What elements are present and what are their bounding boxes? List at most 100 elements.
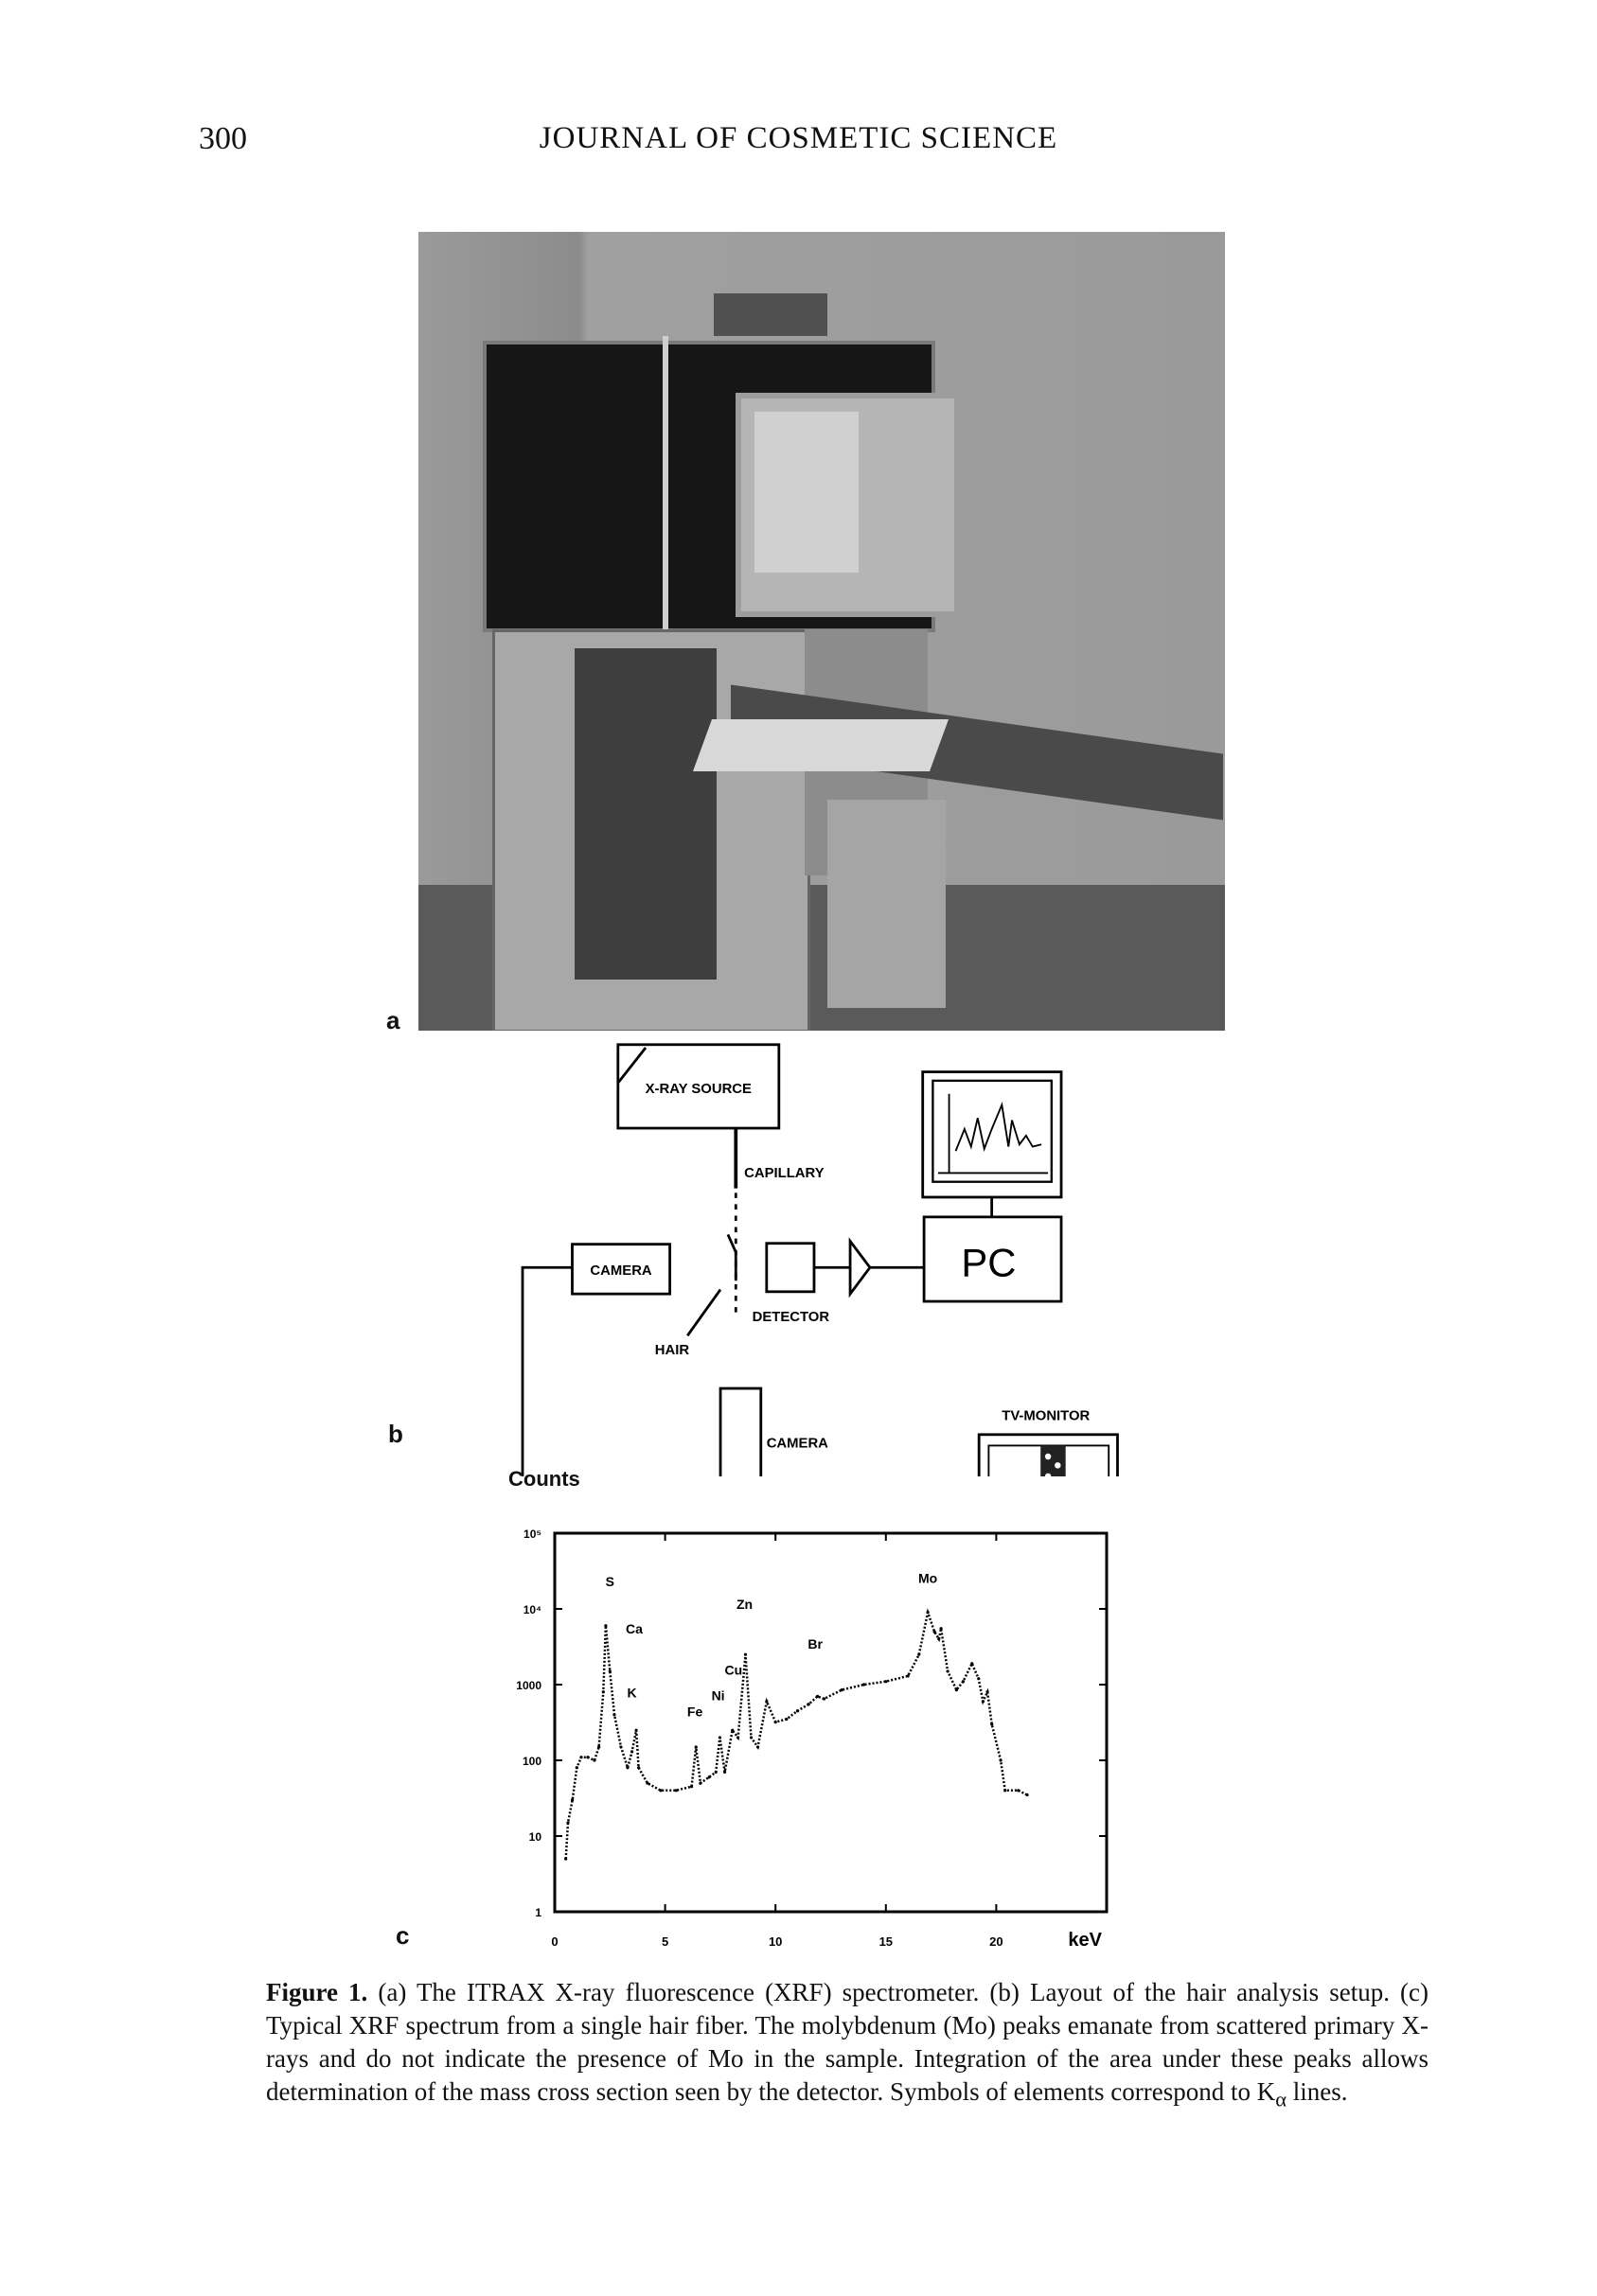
- caption-label: Figure 1.: [266, 1978, 368, 2006]
- spectrometer-photo: [418, 232, 1225, 1031]
- spectrum-point: [1017, 1789, 1020, 1793]
- x-axis-label: keV: [1068, 1930, 1102, 1951]
- spectrum-point: [981, 1700, 985, 1704]
- camera-left-label: CAMERA: [590, 1263, 651, 1279]
- spectrum-point: [659, 1789, 663, 1793]
- hair-arrow: [686, 1288, 722, 1337]
- spectrum-point: [861, 1683, 866, 1687]
- x-tick-label: 15: [879, 1934, 893, 1949]
- spectrum-point: [946, 1669, 949, 1673]
- spectrum-point: [731, 1728, 735, 1732]
- spectrum-point: [634, 1728, 638, 1732]
- spectrum-point: [939, 1627, 943, 1631]
- spectrum-point: [970, 1662, 974, 1666]
- spectrum-point: [714, 1770, 718, 1774]
- cable-left-camera: [521, 1265, 573, 1476]
- x-tick-label: 20: [989, 1934, 1003, 1949]
- detector-box: [765, 1242, 816, 1294]
- panel-label-b: b: [388, 1420, 403, 1448]
- peak-label-fe: Fe: [687, 1704, 703, 1720]
- spectrum-point: [795, 1709, 800, 1713]
- setup-diagram: X-RAY SOURCE CAPILLARY CAMERA HAIR DETEC…: [521, 1043, 1119, 1476]
- spectrum-point: [619, 1745, 623, 1749]
- spectrum-point: [566, 1821, 570, 1825]
- spectrum-point: [608, 1669, 612, 1673]
- xray-source-box: [616, 1043, 781, 1130]
- tv-monitor-box: [977, 1433, 1119, 1476]
- spectrum-point: [815, 1694, 820, 1698]
- figure-caption: Figure 1. (a) The ITRAX X-ray fluorescen…: [266, 1976, 1428, 2115]
- tv-monitor-label: TV-MONITOR: [1002, 1408, 1090, 1423]
- y-tick-label: 10⁵: [523, 1528, 541, 1541]
- spectrum-point: [785, 1717, 789, 1722]
- spectrum-point: [575, 1766, 578, 1770]
- spectrum-point: [985, 1690, 989, 1694]
- spectrum-point: [586, 1756, 590, 1759]
- running-head: JOURNAL OF COSMETIC SCIENCE: [539, 121, 1058, 155]
- spectrum-point: [736, 1736, 740, 1740]
- spectrum-point: [954, 1688, 959, 1692]
- caption-text: (a) The ITRAX X-ray fluorescence (XRF) s…: [266, 1978, 1428, 2106]
- spectrum-point: [593, 1758, 596, 1762]
- spectrum-point: [722, 1770, 727, 1774]
- panel-label-a: a: [386, 1006, 400, 1034]
- spectrum-point: [630, 1750, 634, 1754]
- spectrum-point: [718, 1736, 722, 1740]
- camera-bottom-box: [719, 1386, 763, 1476]
- spectrum-point: [571, 1798, 575, 1802]
- spectrum-point: [749, 1736, 754, 1740]
- spectrum-point: [564, 1857, 568, 1861]
- spectrum-line: [564, 1607, 1028, 1860]
- hair-fiber: [726, 1233, 737, 1281]
- peak-label-s: S: [606, 1574, 614, 1589]
- plot-frame: [553, 1531, 1109, 1914]
- amplifier-symbol: [848, 1237, 872, 1298]
- xray-source-label: X-RAY SOURCE: [646, 1082, 752, 1097]
- spectrum-point: [1003, 1789, 1007, 1793]
- pc-monitor: [921, 1070, 1063, 1199]
- spectrum-point: [604, 1624, 608, 1628]
- spectrum-point: [694, 1745, 698, 1749]
- peak-label-ca: Ca: [626, 1621, 643, 1636]
- hair-image-strip: [1040, 1445, 1066, 1476]
- y-tick-label: 100: [523, 1755, 541, 1768]
- x-tick-label: 10: [769, 1934, 782, 1949]
- spectrum-point: [612, 1713, 616, 1717]
- panel-label-c: c: [396, 1921, 410, 1950]
- peak-label-ni: Ni: [712, 1688, 725, 1704]
- pc-label: PC: [961, 1241, 1016, 1285]
- spectrum-point: [743, 1652, 748, 1656]
- page-number: 300: [199, 121, 247, 156]
- spectrum-point: [637, 1766, 641, 1770]
- spectrum-point: [990, 1722, 994, 1726]
- spectrum-point: [773, 1720, 777, 1724]
- spectrum-point: [822, 1697, 826, 1701]
- spectrum-point: [699, 1781, 702, 1785]
- camera-bottom-label: CAMERA: [767, 1437, 828, 1452]
- peak-label-zn: Zn: [736, 1597, 753, 1612]
- spectrum-point: [579, 1756, 583, 1759]
- caption-tail: lines.: [1286, 2077, 1348, 2106]
- y-tick-label: 10: [529, 1830, 542, 1844]
- spectrum-point: [597, 1745, 601, 1749]
- spectrum-point: [926, 1611, 930, 1615]
- spectrum-point: [646, 1781, 649, 1785]
- spectrum-point: [977, 1677, 981, 1681]
- peak-label-mo: Mo: [918, 1571, 937, 1586]
- y-axis-label: Counts: [508, 1467, 580, 1491]
- spectrum-point: [674, 1789, 678, 1793]
- camera-left-box: [571, 1243, 672, 1296]
- peak-label-br: Br: [807, 1636, 823, 1651]
- spectrum-point: [707, 1775, 711, 1779]
- spectrum-point: [884, 1680, 888, 1684]
- y-tick-label: 1000: [516, 1679, 541, 1692]
- spectrum-point: [906, 1674, 910, 1678]
- y-tick-label: 10⁴: [523, 1603, 541, 1616]
- capillary-label: CAPILLARY: [744, 1166, 825, 1181]
- spectrum-point: [626, 1766, 630, 1770]
- peak-label-cu: Cu: [725, 1663, 743, 1678]
- caption-subscript: α: [1275, 2087, 1287, 2111]
- hair-label: HAIR: [655, 1343, 690, 1358]
- monitor-spectrum: [954, 1102, 1042, 1153]
